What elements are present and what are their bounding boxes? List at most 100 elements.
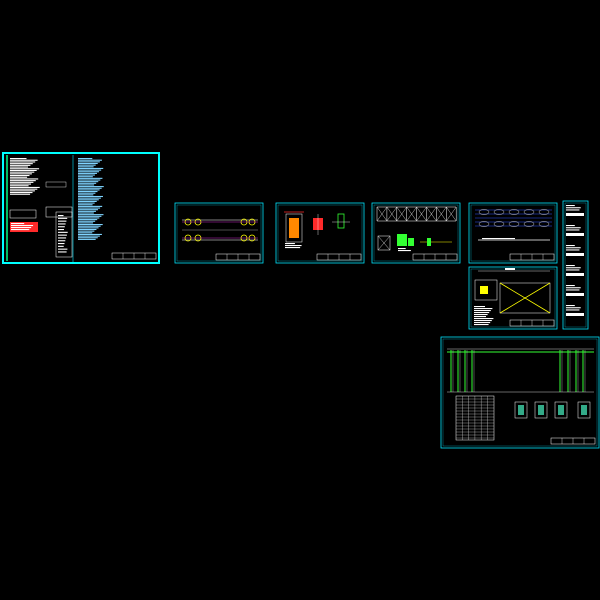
red-legend-text: [11, 225, 34, 227]
notes-text-right: [78, 158, 93, 160]
strip-section-text: [566, 249, 580, 251]
notes-text-right: [78, 189, 100, 191]
notes-text-right: [78, 172, 97, 174]
notes-text-right: [78, 205, 103, 207]
section-dashes: [482, 238, 515, 240]
notes-text-left: [10, 188, 38, 190]
small-box: [45, 181, 67, 188]
sheet-3-details[interactable]: [275, 202, 365, 264]
notes-text-right: [78, 187, 102, 189]
notes-text-left: [10, 158, 27, 160]
notes-text-right: [78, 237, 98, 239]
notes-text-right: [78, 209, 99, 211]
notes-text-right: [78, 222, 94, 224]
brace-loop: [478, 221, 490, 227]
sheet-1-general-notes[interactable]: [2, 152, 160, 264]
schedule-rows: [474, 318, 494, 320]
notes-text-right: [78, 191, 98, 193]
strip-section-bar: [566, 213, 584, 216]
schedule-rows: [474, 320, 492, 322]
truss-diagonal: [376, 206, 388, 222]
table-rows: [58, 248, 68, 250]
sheet-4-truss-elevation-frame: [371, 202, 461, 264]
brace-loop: [538, 221, 550, 227]
notes-text-right: [78, 233, 102, 235]
notes-text-left: [10, 166, 28, 168]
sheet-4-truss-elevation[interactable]: [371, 202, 461, 264]
connection-detail: [554, 401, 568, 419]
brace-loop: [508, 221, 520, 227]
notes-text-right: [78, 169, 102, 171]
sheet-5-bracing-plan[interactable]: [468, 202, 558, 264]
table-rows: [58, 215, 64, 217]
sheet-1-general-notes-frame: [2, 152, 160, 264]
connection-plate: [581, 405, 587, 415]
notes-text-right: [78, 207, 101, 209]
table-rows: [58, 220, 67, 222]
sheet-heading: [505, 268, 515, 270]
sheet-6-cross-bracing-detail[interactable]: [468, 266, 558, 330]
drawing-sheets: [2, 152, 600, 449]
brace-loop: [493, 221, 505, 227]
yellow-plate: [480, 286, 488, 294]
notes-text-right: [78, 202, 95, 204]
sheet-3-details-inner-frame: [277, 204, 363, 262]
notes-text-right: [78, 219, 98, 221]
strip-section-text: [566, 267, 581, 269]
strip-section-text: [566, 285, 575, 287]
schedule-rows: [474, 316, 486, 318]
strip-section-bar: [566, 273, 584, 276]
left-margin-strip: [6, 155, 8, 261]
notes-text-right: [78, 215, 102, 217]
notes-text-right: [78, 181, 99, 183]
small-detail: [474, 279, 498, 301]
sheet-7-section-strip-frame: [562, 200, 589, 330]
brace-loop: [538, 209, 550, 215]
detail-notes: [285, 247, 301, 249]
schedule-rows: [474, 312, 490, 314]
connection-plate: [518, 405, 524, 415]
notes-text-left: [10, 181, 34, 183]
notes-text-right: [78, 195, 103, 198]
red-legend-text: [11, 223, 25, 225]
notes-text-right: [78, 176, 93, 178]
strip-section-text: [566, 289, 580, 291]
table-rows: [58, 231, 68, 233]
strip-section-text: [566, 227, 581, 229]
detail-notes: [398, 248, 406, 250]
table-rows: [58, 217, 68, 219]
sheet-2-plan-inner-frame: [176, 204, 262, 262]
table-rows: [58, 226, 65, 228]
notes-text-right: [78, 212, 94, 214]
detail-notes: [285, 245, 302, 247]
sheet-7-section-strip[interactable]: [562, 200, 589, 330]
notes-text-left: [10, 176, 28, 178]
sheet-8-elevation-schedule[interactable]: [440, 336, 600, 449]
table-rows: [58, 234, 67, 236]
notes-text-left: [10, 178, 39, 180]
table-rows: [58, 240, 66, 242]
frame-detail-diag: [377, 235, 391, 251]
detail-fill: [289, 218, 299, 238]
green-detail: [337, 213, 345, 229]
notes-text-right: [78, 184, 95, 186]
notes-text-right: [78, 210, 96, 212]
table-rows: [58, 245, 64, 247]
sheet-2-plan[interactable]: [174, 202, 264, 264]
brace-panel: [499, 282, 551, 314]
schedule-rows: [474, 322, 491, 324]
strip-section-text: [566, 229, 580, 231]
red-legend-text: [11, 229, 30, 231]
sheet-3-details-frame: [275, 202, 365, 264]
brace-loop: [523, 209, 535, 215]
notes-text-right: [78, 159, 102, 161]
strip-section-text: [566, 287, 581, 289]
table-rows: [58, 223, 66, 225]
notes-text-right: [78, 186, 104, 188]
sheet-6-cross-bracing-detail-frame: [468, 266, 558, 330]
strip-section-bar: [566, 253, 584, 256]
sheet-8-elevation-schedule-inner-frame: [442, 338, 598, 447]
notes-text-right: [78, 162, 98, 165]
